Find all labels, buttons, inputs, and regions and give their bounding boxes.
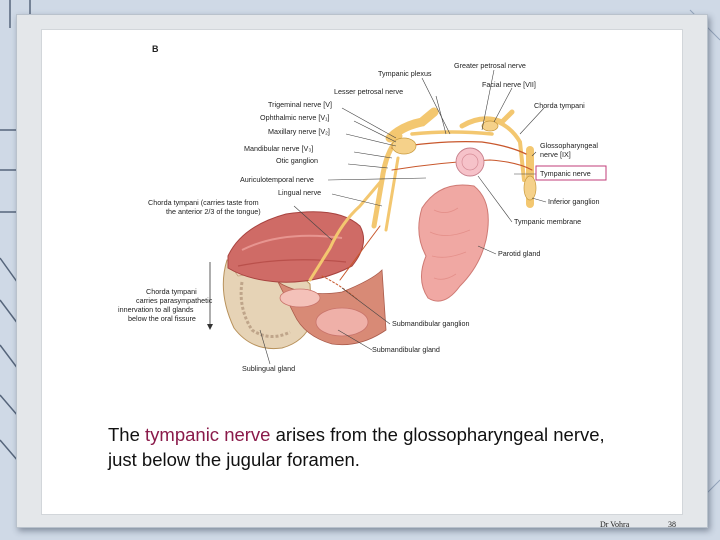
slide-frame: B [16, 14, 708, 529]
author-footer: Dr Vohra [600, 520, 630, 529]
nerve-pathways [308, 107, 534, 301]
label-ophthalmic-nerve: Ophthalmic nerve [V₁] [260, 113, 330, 122]
label-glossopharyngeal-2: nerve [IX] [540, 150, 571, 159]
parotid-gland-illustration [418, 184, 489, 302]
label-tympanic-membrane: Tympanic membrane [514, 217, 581, 226]
tympanic-membrane-illustration [455, 147, 485, 177]
label-chorda-para-3: innervation to all glands [118, 305, 194, 314]
panel-letter: B [152, 44, 159, 54]
label-chorda-para-4: below the oral fissure [128, 314, 196, 323]
label-mandibular-nerve: Mandibular nerve [V₃] [244, 144, 313, 153]
label-trigeminal-nerve: Trigeminal nerve [V] [268, 100, 332, 109]
label-chorda-tympani: Chorda tympani [534, 101, 585, 110]
leader-lines [259, 69, 547, 365]
label-maxillary-nerve: Maxillary nerve [V₂] [268, 127, 330, 136]
caption-after: arises from the glossopharyngeal nerve, … [108, 424, 605, 470]
label-glossopharyngeal-1: Glossopharyngeal [540, 141, 598, 150]
submandibular-gland-illustration [279, 288, 369, 337]
label-otic-ganglion: Otic ganglion [276, 156, 318, 165]
geniculate-ganglion-illustration [481, 120, 499, 132]
inferior-ganglion-illustration [523, 175, 537, 201]
label-auriculotemporal-nerve: Auriculotemporal nerve [240, 175, 314, 184]
tongue-illustration [227, 211, 387, 346]
label-tympanic-nerve: Tympanic nerve [540, 169, 591, 178]
label-chorda-taste-2: the anterior 2/3 of the tongue) [166, 207, 261, 216]
label-tympanic-plexus: Tympanic plexus [378, 69, 432, 78]
label-greater-petrosal-nerve: Greater petrosal nerve [454, 61, 526, 70]
trigeminal-ganglion-illustration [391, 137, 417, 155]
label-submandibular-ganglion: Submandibular ganglion [392, 319, 470, 328]
label-lingual-nerve: Lingual nerve [278, 188, 321, 197]
label-lesser-petrosal-nerve: Lesser petrosal nerve [334, 87, 403, 96]
label-chorda-para-2: carries parasympathetic [136, 296, 213, 305]
label-facial-nerve: Facial nerve [VII] [482, 80, 536, 89]
anatomy-figure: B [118, 44, 607, 373]
label-parotid-gland: Parotid gland [498, 249, 540, 258]
slide-caption: The tympanic nerve arises from the gloss… [108, 422, 628, 472]
label-chorda-taste-1: Chorda tympani (carries taste from [148, 198, 259, 207]
caption-highlight: tympanic nerve [145, 424, 271, 445]
label-submandibular-gland: Submandibular gland [372, 345, 440, 354]
label-inferior-ganglion: Inferior ganglion [548, 197, 600, 206]
tympanic-nerve-highlight-box [535, 165, 607, 181]
arrow-down-icon [207, 262, 213, 330]
label-chorda-para-1: Chorda tympani [146, 287, 197, 296]
slide-content: B [41, 29, 683, 529]
caption-before: The [108, 424, 146, 445]
page-number: 38 [668, 520, 676, 529]
label-sublingual-gland: Sublingual gland [242, 364, 295, 373]
